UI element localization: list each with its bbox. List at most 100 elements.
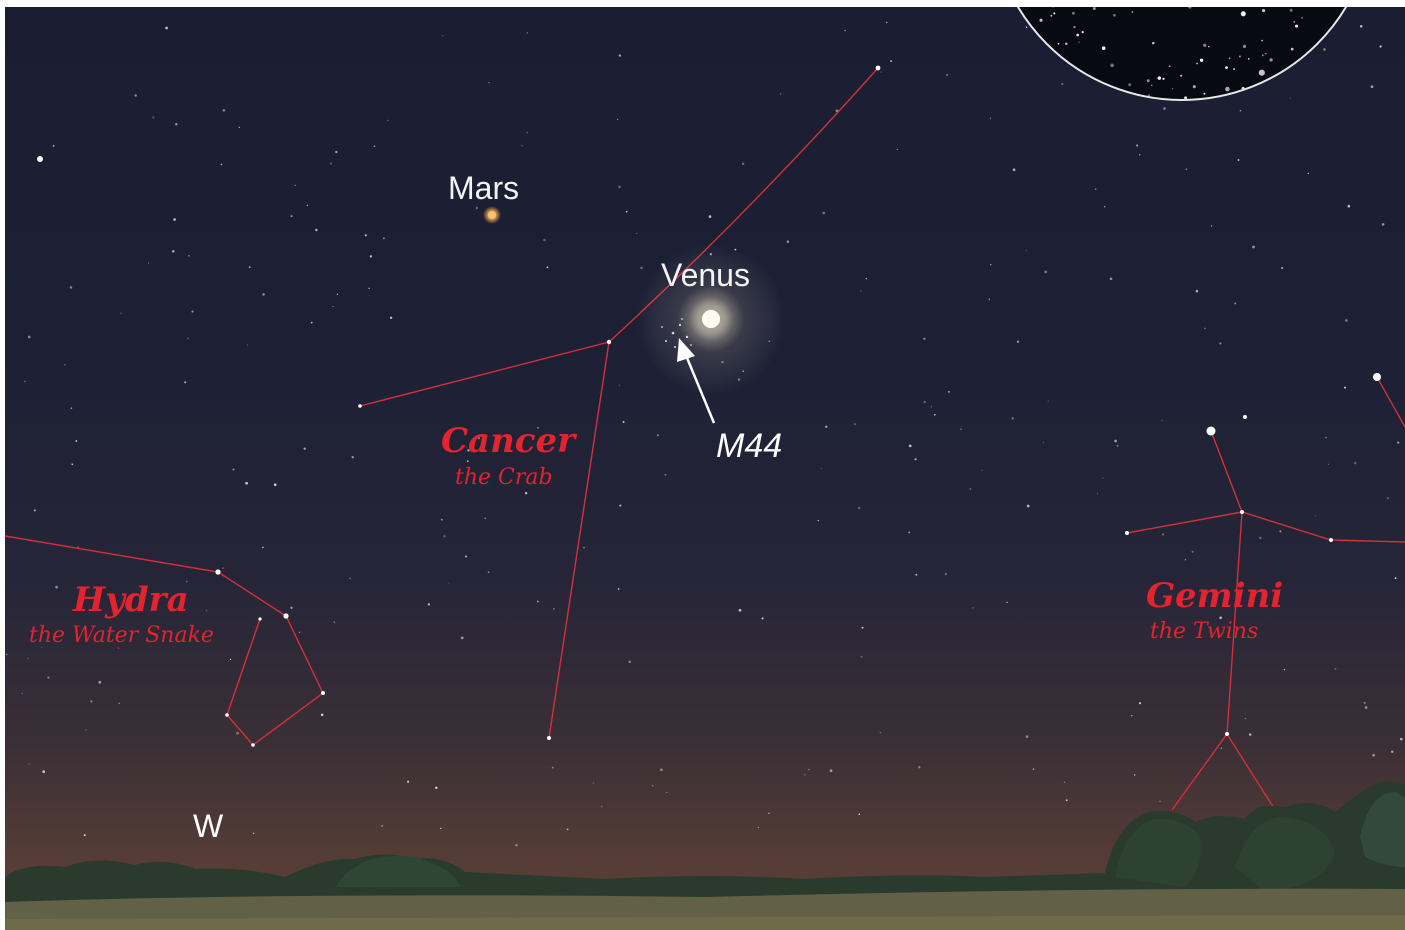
inset-star <box>1180 74 1183 77</box>
background-star <box>1347 204 1351 208</box>
background-star <box>440 518 443 521</box>
background-star <box>865 277 867 280</box>
background-star <box>526 131 529 134</box>
background-star <box>1094 188 1097 190</box>
inset-star <box>1053 12 1056 15</box>
background-star <box>1136 144 1139 147</box>
background-star <box>933 413 936 416</box>
inset-star <box>1290 47 1294 51</box>
inset-star <box>1192 85 1196 89</box>
background-star <box>553 608 555 610</box>
background-star <box>1159 800 1161 803</box>
background-star <box>858 813 861 815</box>
background-star <box>222 108 226 112</box>
inset-star <box>1225 66 1228 69</box>
background-star <box>336 293 339 295</box>
inset-star <box>1039 18 1043 22</box>
gemini-line-3 <box>1171 733 1228 811</box>
inset-star <box>1203 43 1207 47</box>
background-star <box>908 531 911 534</box>
cancer-line-south <box>548 341 610 739</box>
background-star <box>1379 45 1382 48</box>
background-star <box>879 731 882 734</box>
background-star <box>1109 277 1113 281</box>
inset-star <box>1247 58 1250 60</box>
background-star <box>844 29 846 32</box>
background-star <box>592 782 594 784</box>
background-star <box>475 206 479 210</box>
background-star <box>618 54 622 57</box>
background-star <box>27 657 29 660</box>
background-star <box>1325 436 1327 439</box>
background-star <box>373 145 376 148</box>
background-star <box>619 504 622 507</box>
background-star <box>651 784 654 787</box>
background-star <box>1161 419 1163 422</box>
background-star <box>188 255 190 257</box>
background-star <box>861 626 864 629</box>
background-star <box>220 163 223 166</box>
background-stars <box>5 7 1403 847</box>
background-star <box>628 660 631 664</box>
background-star <box>1391 750 1394 753</box>
background-star <box>988 298 991 300</box>
background-star <box>757 826 760 829</box>
background-star <box>1239 109 1242 112</box>
m44-arrow <box>677 338 716 424</box>
background-star <box>1131 714 1133 717</box>
background-star <box>860 290 862 292</box>
background-star <box>1104 206 1106 208</box>
background-star <box>253 832 255 834</box>
background-star <box>407 780 410 783</box>
background-star <box>946 73 949 76</box>
background-star <box>1399 737 1403 741</box>
background-star <box>835 109 839 113</box>
background-star <box>477 437 481 440</box>
background-star <box>364 234 367 237</box>
background-star <box>42 770 46 774</box>
background-star <box>1260 590 1262 593</box>
background-star <box>320 713 324 717</box>
background-star <box>804 774 806 776</box>
background-star <box>118 702 120 705</box>
inset-star <box>1208 45 1210 48</box>
inset-star <box>1295 24 1298 28</box>
background-star <box>381 825 383 827</box>
background-star <box>315 228 318 232</box>
background-star <box>918 766 921 769</box>
inset-star <box>1241 86 1245 91</box>
background-star <box>1185 168 1188 171</box>
background-star <box>448 582 450 584</box>
background-star <box>262 546 264 549</box>
background-star <box>537 426 539 429</box>
inset-star <box>1146 79 1150 83</box>
background-star <box>1006 601 1008 603</box>
background-star <box>232 468 235 471</box>
background-star <box>923 400 926 404</box>
sky-chart: Mars Venus M44 Cancer the Crab Hydra the… <box>5 7 1405 930</box>
background-star <box>47 676 50 679</box>
background-star <box>1204 327 1206 330</box>
inset-star <box>1242 44 1247 49</box>
inset-star <box>1269 58 1273 62</box>
inset-star <box>1057 43 1060 45</box>
background-star <box>248 266 251 269</box>
hydra-subtitle: the Water Snake <box>29 623 214 648</box>
background-star <box>152 116 155 119</box>
background-star <box>981 469 983 472</box>
background-star <box>165 26 168 30</box>
background-star <box>466 460 469 463</box>
background-star <box>484 517 487 520</box>
background-star <box>387 119 389 122</box>
background-star <box>1026 504 1030 508</box>
background-star <box>98 680 102 684</box>
castor-star <box>1373 373 1381 381</box>
background-star <box>1234 302 1237 305</box>
gemini-line-2 <box>1126 511 1405 543</box>
background-star <box>817 519 819 522</box>
inset-star <box>1076 33 1080 37</box>
background-star <box>1345 319 1348 322</box>
background-star <box>175 123 178 126</box>
background-star <box>134 94 137 97</box>
background-star <box>335 150 338 154</box>
